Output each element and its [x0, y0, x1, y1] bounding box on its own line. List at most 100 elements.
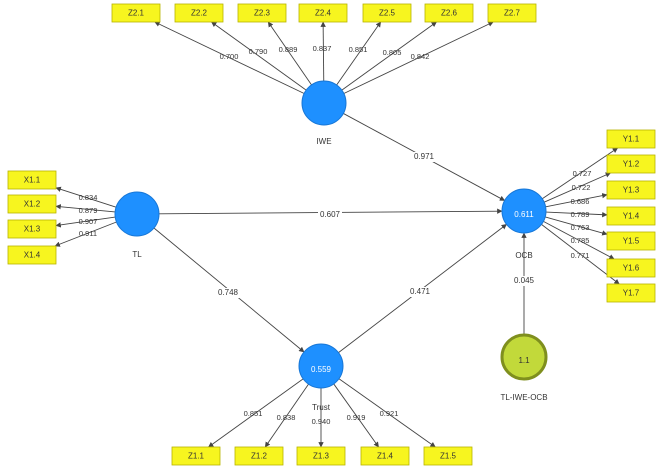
indicator-label: Z1.4: [377, 452, 394, 461]
latent-tl[interactable]: TL: [114, 191, 160, 259]
indicator-label: Z1.5: [440, 452, 457, 461]
indicator-box[interactable]: Y1.4: [606, 206, 656, 226]
latent-moderator[interactable]: 1.1TL-IWE-OCB: [500, 333, 548, 402]
indicator-box[interactable]: Y1.5: [606, 231, 656, 251]
indicator-label: Z2.7: [504, 9, 521, 18]
iwe-loading-arrow: [211, 21, 307, 91]
loading-value: 0.686: [571, 197, 590, 206]
loading-value: 0.722: [572, 183, 591, 192]
path-coefficient: 0.971: [414, 152, 435, 161]
r-squared-value: 0.611: [514, 210, 534, 219]
indicator-box[interactable]: Z1.1: [171, 446, 221, 466]
ocb-loading-arrow: [543, 220, 615, 260]
indicator-label: X1.2: [24, 200, 41, 209]
indicator-box[interactable]: Z2.4: [298, 3, 348, 23]
indicator-label: Y1.6: [623, 264, 640, 273]
indicator-box[interactable]: Z2.7: [487, 3, 537, 23]
indicator-box[interactable]: Z2.2: [174, 3, 224, 23]
loading-value: 0.805: [383, 48, 402, 57]
trust-loading-arrow: [264, 383, 309, 448]
loading-value: 0.727: [573, 169, 592, 178]
loading-value: 0.785: [571, 236, 590, 245]
indicator-rect: [171, 446, 221, 466]
indicator-rect: [234, 446, 284, 466]
indicator-label: Z2.6: [441, 9, 458, 18]
loading-value: 0.763: [571, 223, 590, 232]
indicator-label: X1.3: [24, 225, 41, 234]
indicator-rect: [606, 129, 656, 149]
indicator-box[interactable]: Z1.2: [234, 446, 284, 466]
indicator-box[interactable]: Z2.5: [362, 3, 412, 23]
trust-loading-arrow: [333, 383, 379, 448]
ocb-loading-arrow: [543, 172, 612, 203]
indicator-rect: [487, 3, 537, 23]
indicator-rect: [423, 446, 473, 466]
trust-loading-arrow: [338, 378, 436, 448]
indicator-rect: [360, 446, 410, 466]
indicator-box[interactable]: Z2.3: [237, 3, 287, 23]
loading-value: 0.940: [312, 417, 331, 426]
path-coefficient: 0.607: [320, 210, 341, 219]
iwe-loading-arrow: [341, 21, 437, 91]
tl-loading-arrow: [55, 204, 116, 213]
indicator-rect: [7, 170, 57, 190]
tl-loading-arrow: [55, 216, 116, 228]
indicator-box[interactable]: Z2.6: [424, 3, 474, 23]
ocb-loading-arrow: [545, 211, 608, 218]
indicator-label: Y1.3: [623, 186, 640, 195]
path-label-bg: [408, 287, 432, 297]
indicator-box[interactable]: Y1.3: [606, 180, 656, 200]
indicator-rect: [606, 258, 656, 278]
moderator-circle: [500, 333, 548, 381]
loading-value: 0.919: [347, 413, 366, 422]
path-coefficient: 0.748: [218, 288, 239, 297]
latent-iwe[interactable]: IWE: [301, 80, 347, 146]
latent-circle: [298, 343, 344, 389]
loading-value: 0.837: [313, 44, 332, 53]
loading-value: 0.789: [571, 210, 590, 219]
trust-loading-arrow: [208, 378, 304, 448]
loading-value: 0.889: [279, 45, 298, 54]
indicator-rect: [7, 219, 57, 239]
r-squared-value: 1.1: [518, 356, 530, 365]
indicator-box[interactable]: X1.3: [7, 219, 57, 239]
indicator-rect: [298, 3, 348, 23]
path-label-bg: [318, 210, 342, 220]
path-coefficient: 0.471: [410, 287, 431, 296]
indicator-label: Y1.7: [623, 289, 640, 298]
indicator-box[interactable]: Z1.5: [423, 446, 473, 466]
indicator-box[interactable]: Y1.6: [606, 258, 656, 278]
indicator-label: Z1.1: [188, 452, 205, 461]
indicator-label: Z1.2: [251, 452, 268, 461]
loading-value: 0.771: [571, 251, 590, 260]
ocb-loading-arrow: [545, 216, 608, 236]
indicator-box[interactable]: X1.1: [7, 170, 57, 190]
indicators-layer: Z2.1 Z2.2 Z2.3 Z2.4 Z2.5 Z2.6 Z2.7X1.1X1.2X1.3…: [7, 3, 656, 466]
loading-value: 0.911: [79, 229, 97, 238]
loading-value: 0.851: [349, 45, 368, 54]
loading-value: 0.834: [79, 193, 98, 202]
indicator-rect: [296, 446, 346, 466]
indicator-box[interactable]: Y1.2: [606, 154, 656, 174]
indicator-box[interactable]: Y1.7: [606, 283, 656, 303]
indicator-box[interactable]: Y1.1: [606, 129, 656, 149]
indicator-rect: [7, 194, 57, 214]
indicator-label: X1.1: [24, 176, 41, 185]
iwe-loading-arrow: [336, 21, 382, 86]
indicator-label: Y1.5: [623, 237, 640, 246]
path-coefficient: 0.045: [514, 276, 535, 285]
indicator-box[interactable]: Z2.1: [111, 3, 161, 23]
ocb-loading-arrow: [545, 192, 608, 208]
indicator-box[interactable]: X1.2: [7, 194, 57, 214]
indicator-label: Z2.3: [254, 9, 271, 18]
indicator-label: X1.4: [24, 251, 41, 260]
tl-loading-arrow: [54, 221, 117, 247]
path-label-bg: [412, 152, 436, 162]
indicator-box[interactable]: Z1.3: [296, 446, 346, 466]
indicator-box[interactable]: Z1.4: [360, 446, 410, 466]
indicator-box[interactable]: X1.4: [7, 245, 57, 265]
latent-name: OCB: [515, 251, 532, 260]
